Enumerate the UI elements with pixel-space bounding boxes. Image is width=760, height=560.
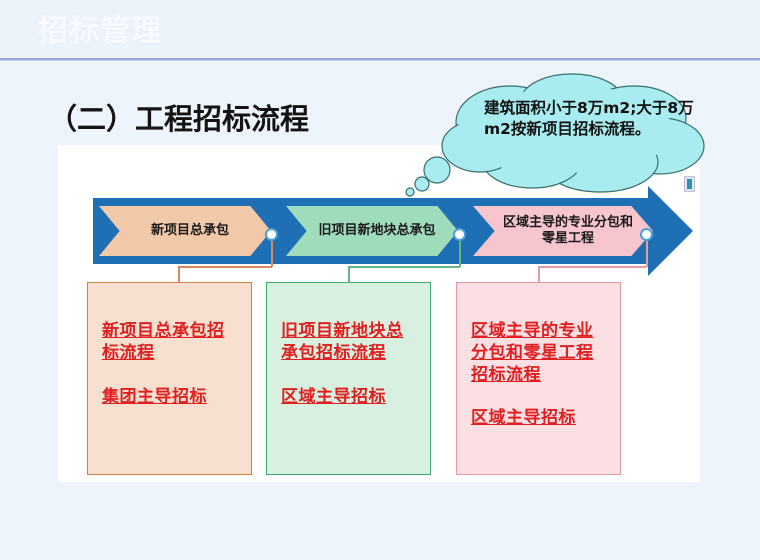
detail-box-1-owner: 集团主导招标 [102,386,207,407]
connector-line-3-horizontal [538,266,647,268]
detail-box-3-flow: 区域主导的专业分包和零星工程招标流程 [471,321,594,385]
connector-line-2-vertical [459,241,461,267]
slide-header-bar: 招标管理 [0,0,760,58]
detail-box-2[interactable]: 旧项目新地块总承包招标流程 区域主导招标 [266,282,431,475]
slide-object-handle-icon[interactable] [684,176,695,192]
connector-line-1-vertical [271,241,273,267]
connector-dot-2[interactable] [453,228,466,241]
connector-line-1-down [178,266,180,283]
cloud-callout[interactable]: 建筑面积小于8万m2;大于8万m2按新项目招标流程。 [392,70,722,200]
connector-line-2-horizontal [348,266,460,268]
detail-box-2-owner: 区域主导招标 [281,386,386,407]
connector-dot-3[interactable] [640,228,653,241]
cloud-callout-text: 建筑面积小于8万m2;大于8万m2按新项目招标流程。 [484,99,694,138]
process-step-3-label: 区域主导的专业分包和零星工程 [502,214,633,246]
header-divider-soft [0,60,760,61]
section-heading: （二）工程招标流程 [48,102,310,136]
diagram-canvas: 新项目总承包 旧项目新地块总承包 区域主导的专业分包和零星工程 新项目总承包招标… [58,145,700,482]
header-divider [0,58,760,60]
process-band-arrowhead [648,186,693,276]
process-step-3[interactable]: 区域主导的专业分包和零星工程 [473,206,653,256]
connector-dot-1[interactable] [265,228,278,241]
detail-box-2-flow: 旧项目新地块总承包招标流程 [281,321,404,363]
connector-line-3-vertical [646,241,648,267]
process-step-2-label: 旧项目新地块总承包 [318,222,436,238]
detail-box-3[interactable]: 区域主导的专业分包和零星工程招标流程 区域主导招标 [456,282,621,475]
process-step-1-label: 新项目总承包 [150,222,229,238]
cloud-callout-shape [405,73,705,197]
process-step-2[interactable]: 旧项目新地块总承包 [286,206,458,256]
connector-line-1-horizontal [178,266,272,268]
detail-box-3-owner: 区域主导招标 [471,408,576,429]
connector-line-3-down [538,266,540,283]
detail-box-1[interactable]: 新项目总承包招标流程 集团主导招标 [87,282,252,475]
process-band: 新项目总承包 旧项目新地块总承包 区域主导的专业分包和零星工程 [93,186,693,276]
connector-line-2-down [348,266,350,283]
page-title: 招标管理 [38,14,162,49]
process-step-1[interactable]: 新项目总承包 [99,206,271,256]
detail-box-1-flow: 新项目总承包招标流程 [102,321,225,363]
